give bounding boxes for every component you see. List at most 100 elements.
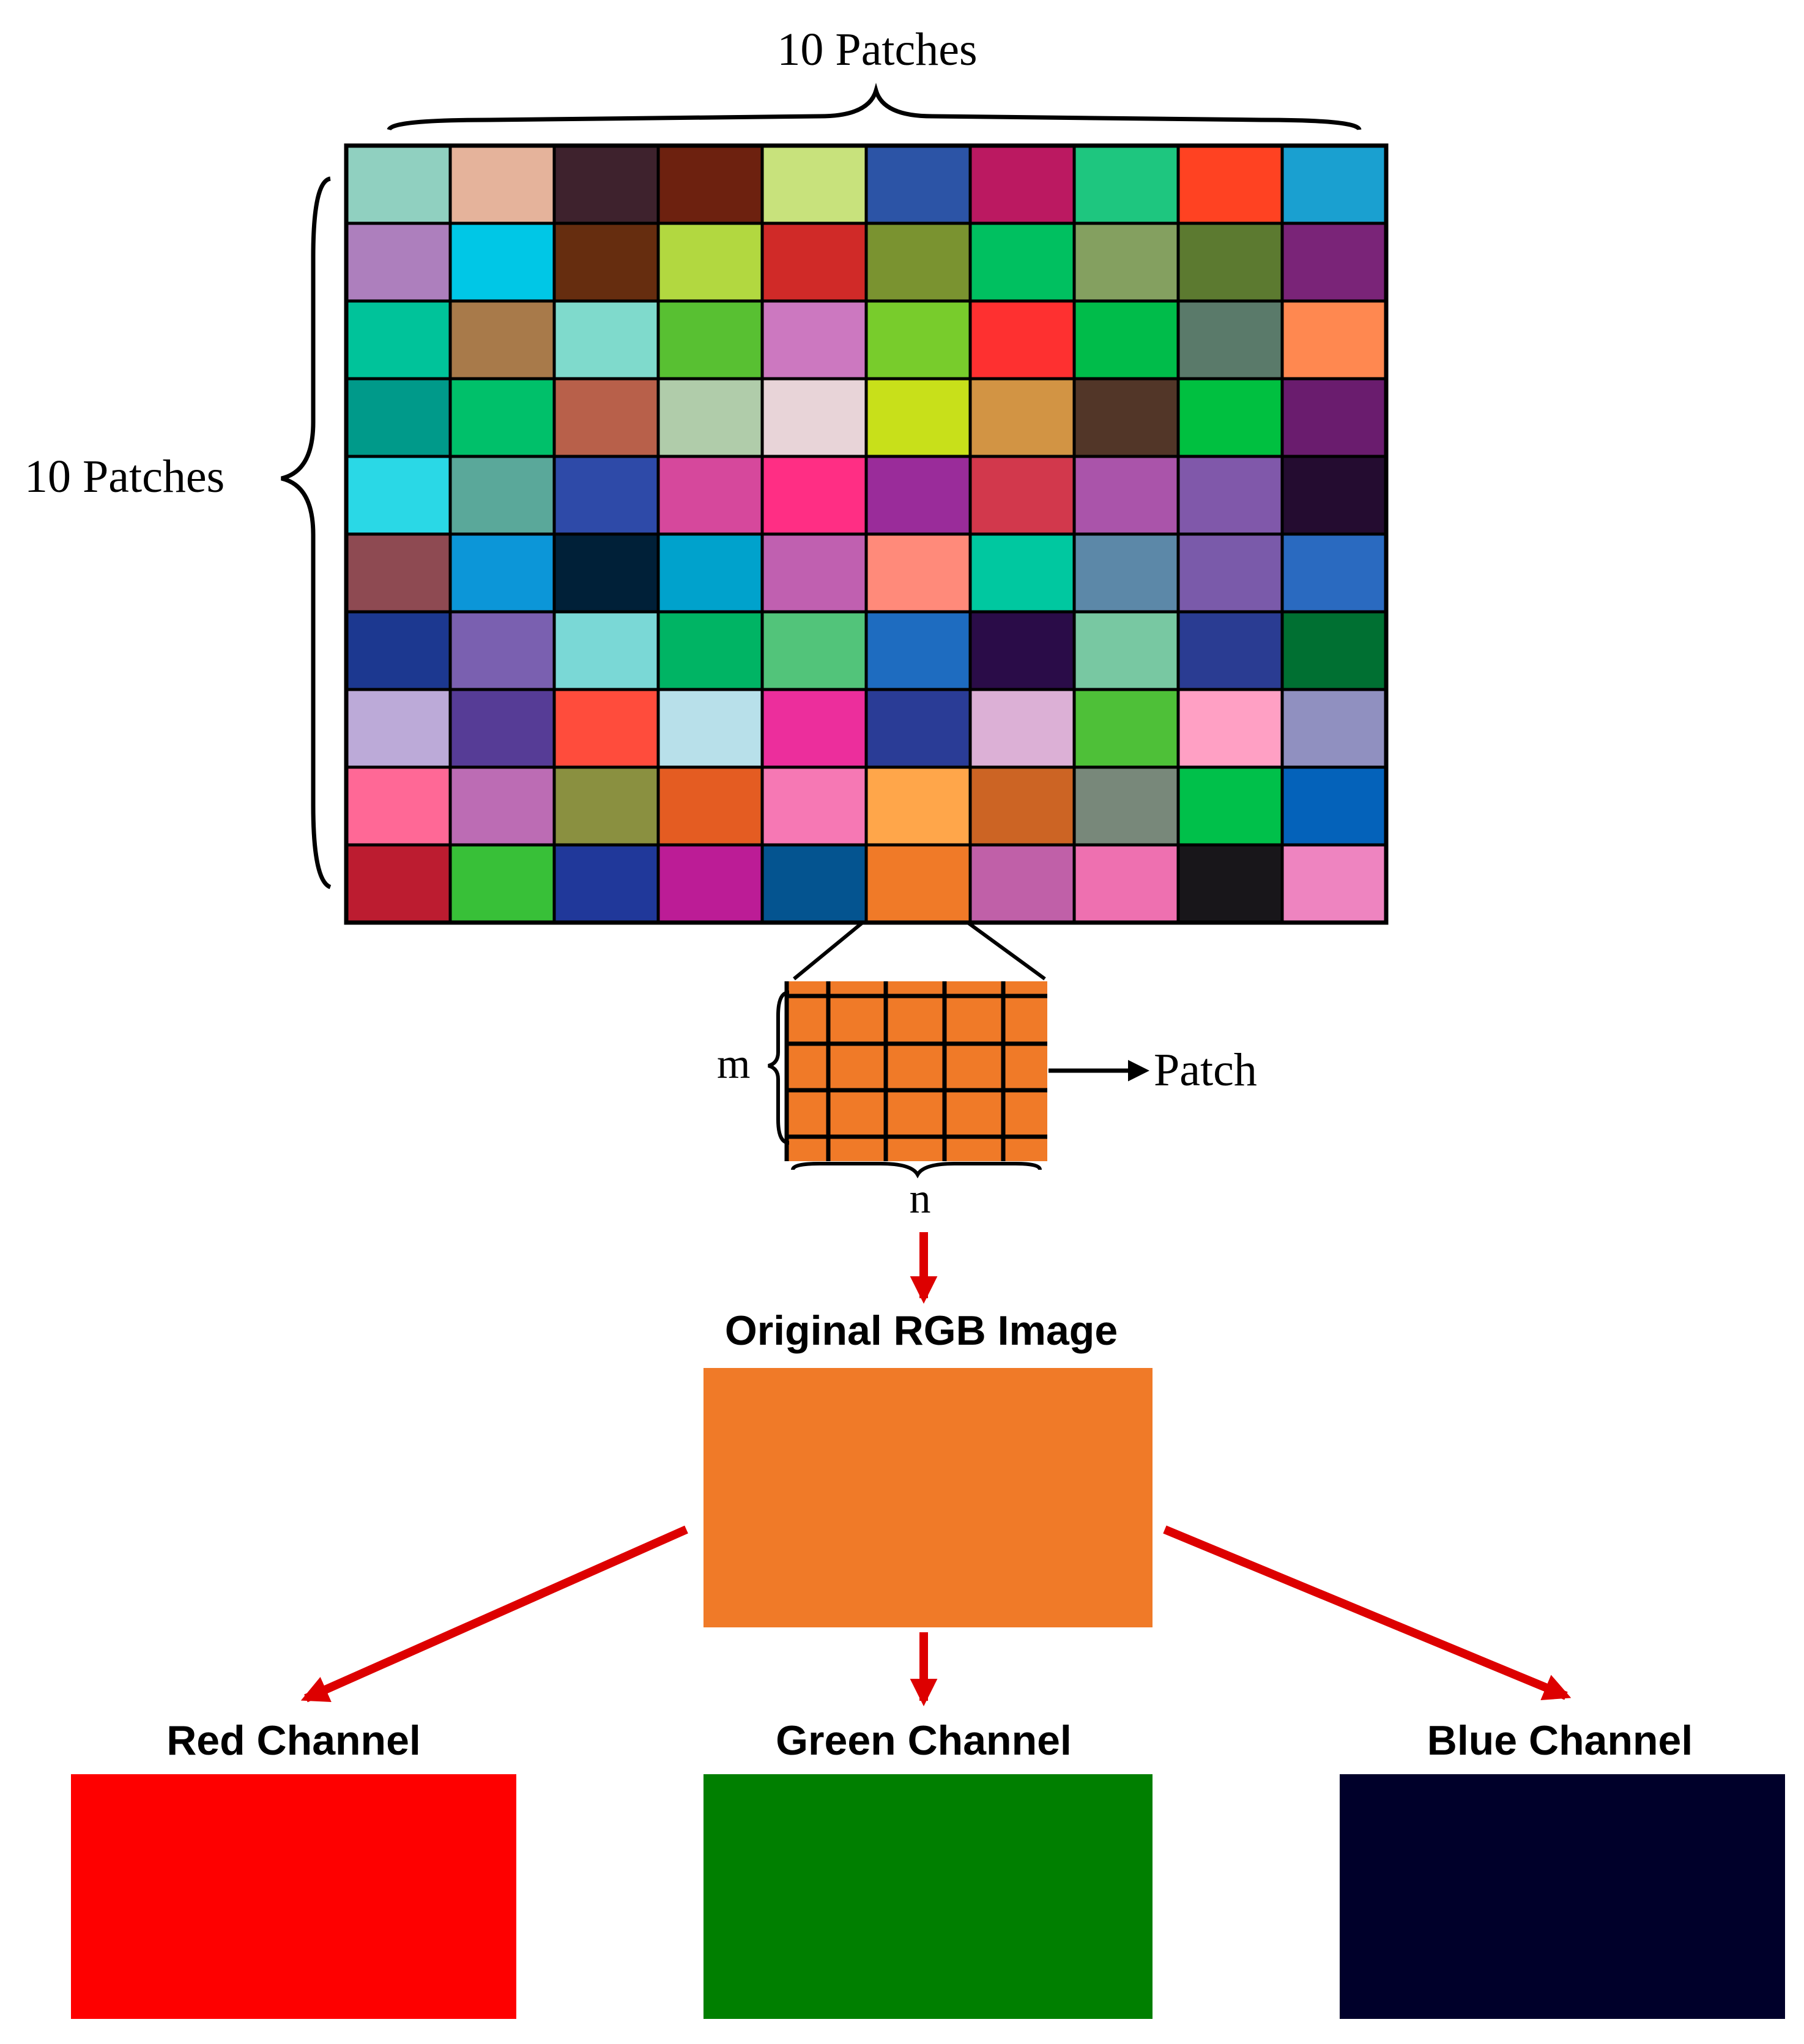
grid-patch-r2-c5 [760, 221, 868, 303]
grid-patch-r6-c7 [968, 532, 1076, 614]
grid-patch-r4-c9 [1176, 377, 1284, 458]
grid-patch-r6-c1 [344, 532, 452, 614]
grid-patch-r5-c6 [864, 455, 972, 536]
grid-patch-r1-c10 [1280, 144, 1388, 225]
blue-channel-title: Blue Channel [1427, 1717, 1693, 1764]
grid-patch-r2-c4 [656, 221, 764, 303]
n-label: n [910, 1175, 931, 1222]
grid-patch-r2-c6 [864, 221, 972, 303]
grid-patch-r4-c4 [656, 377, 764, 458]
grid-patch-r5-c10 [1280, 455, 1388, 536]
grid-patch-r9-c1 [344, 765, 452, 847]
original-rgb-image [703, 1368, 1153, 1627]
green-channel-title: Green Channel [776, 1717, 1072, 1764]
grid-patch-r3-c1 [344, 299, 452, 381]
arrow-to-blue [1163, 1525, 1572, 1700]
green-channel-image [703, 1774, 1153, 2019]
grid-patch-r9-c10 [1280, 765, 1388, 847]
grid-patch-r8-c7 [968, 688, 1076, 769]
n-brace [791, 1162, 1042, 1179]
grid-patch-r1-c5 [760, 144, 868, 225]
original-image-title: Original RGB Image [725, 1307, 1118, 1354]
grid-patch-r10-c1 [344, 843, 452, 924]
grid-border [344, 143, 1389, 925]
grid-patch-r4-c2 [448, 377, 556, 458]
red-channel-image [71, 1774, 516, 2019]
zoom-line-left [793, 921, 864, 981]
grid-patch-r9-c3 [552, 765, 660, 847]
grid-patch-r3-c8 [1072, 299, 1180, 381]
grid-patch-r1-c4 [656, 144, 764, 225]
grid-patch-r4-c3 [552, 377, 660, 458]
grid-patch-r5-c9 [1176, 455, 1284, 536]
patch-label: Patch [1154, 1044, 1257, 1096]
grid-patch-r2-c8 [1072, 221, 1180, 303]
grid-patch-r5-c5 [760, 455, 868, 536]
grid-patch-r5-c2 [448, 455, 556, 536]
grid-patch-r5-c1 [344, 455, 452, 536]
blue-channel-image [1340, 1774, 1785, 2019]
grid-patch-r3-c3 [552, 299, 660, 381]
grid-patch-r2-c3 [552, 221, 660, 303]
grid-patch-r3-c10 [1280, 299, 1388, 381]
grid-patch-r6-c10 [1280, 532, 1388, 614]
red-channel-title: Red Channel [166, 1717, 421, 1764]
grid-patch-r1-c8 [1072, 144, 1180, 225]
grid-patch-r7-c2 [448, 610, 556, 691]
grid-patch-r8-c9 [1176, 688, 1284, 769]
grid-patch-r3-c9 [1176, 299, 1284, 381]
grid-patch-r10-c5 [760, 843, 868, 924]
grid-patch-r8-c4 [656, 688, 764, 769]
grid-patch-r7-c8 [1072, 610, 1180, 691]
top-patches-label: 10 Patches [777, 24, 977, 75]
arrow-to-red [300, 1525, 688, 1703]
grid-patch-r10-c8 [1072, 843, 1180, 924]
grid-patch-r4-c10 [1280, 377, 1388, 458]
grid-patch-r1-c9 [1176, 144, 1284, 225]
grid-patch-r1-c3 [552, 144, 660, 225]
grid-patch-r6-c4 [656, 532, 764, 614]
m-brace [768, 990, 790, 1145]
grid-patch-r5-c3 [552, 455, 660, 536]
grid-patch-r6-c3 [552, 532, 660, 614]
grid-patch-r4-c6 [864, 377, 972, 458]
grid-patch-r5-c4 [656, 455, 764, 536]
grid-patch-r6-c2 [448, 532, 556, 614]
grid-patch-r3-c4 [656, 299, 764, 381]
left-brace [281, 176, 332, 890]
grid-patch-r1-c7 [968, 144, 1076, 225]
grid-patch-r6-c5 [760, 532, 868, 614]
grid-patch-r9-c5 [760, 765, 868, 847]
grid-patch-r7-c10 [1280, 610, 1388, 691]
grid-patch-r10-c4 [656, 843, 764, 924]
grid-patch-r8-c10 [1280, 688, 1388, 769]
grid-patch-r1-c1 [344, 144, 452, 225]
grid-patch-r2-c10 [1280, 221, 1388, 303]
grid-patch-r8-c2 [448, 688, 556, 769]
grid-patch-r9-c6 [864, 765, 972, 847]
grid-patch-r4-c1 [344, 377, 452, 458]
grid-patch-r10-c10 [1280, 843, 1388, 924]
grid-patch-r10-c3 [552, 843, 660, 924]
grid-patch-r10-c6 [864, 843, 972, 924]
grid-patch-r7-c6 [864, 610, 972, 691]
grid-patch-r10-c7 [968, 843, 1076, 924]
grid-patch-r9-c7 [968, 765, 1076, 847]
grid-patch-r9-c2 [448, 765, 556, 847]
top-brace [387, 83, 1362, 131]
zoom-line-right [967, 921, 1046, 981]
grid-patch-r7-c9 [1176, 610, 1284, 691]
grid-patch-r8-c3 [552, 688, 660, 769]
grid-patch-r9-c9 [1176, 765, 1284, 847]
grid-patch-r9-c8 [1072, 765, 1180, 847]
grid-patch-r5-c8 [1072, 455, 1180, 536]
grid-patch-r6-c6 [864, 532, 972, 614]
grid-patch-r2-c2 [448, 221, 556, 303]
grid-patch-r6-c9 [1176, 532, 1284, 614]
grid-patch-r8-c5 [760, 688, 868, 769]
grid-patch-r6-c8 [1072, 532, 1180, 614]
grid-patch-r3-c6 [864, 299, 972, 381]
grid-patch-r2-c9 [1176, 221, 1284, 303]
grid-patch-r2-c7 [968, 221, 1076, 303]
